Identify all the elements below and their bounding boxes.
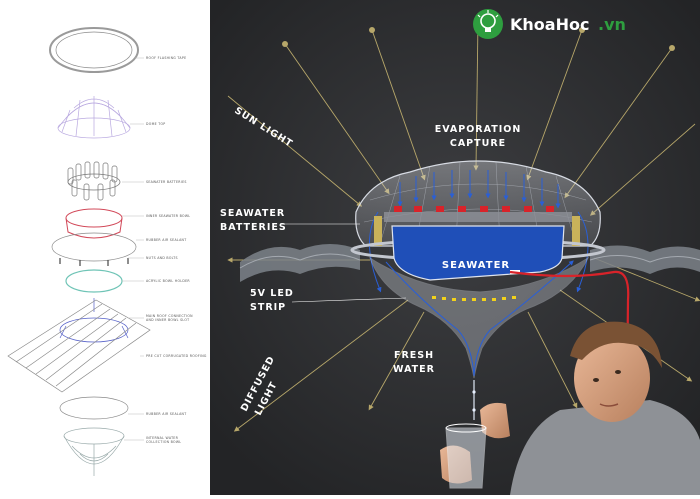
part-label: ACRYLIC BOWL HOLDER: [146, 279, 190, 283]
logo-text: KhoaHoc: [510, 15, 589, 34]
condensation-flow-arrow: [385, 260, 574, 377]
acrylic-bowl-holder: [65, 269, 123, 293]
part-label: NUTS AND BOLTS: [146, 256, 178, 260]
site-logo: KhoaHoc .vn: [470, 6, 696, 42]
label-fresh-water-line1: FRESH: [394, 350, 434, 361]
part-label: SEAWATER BATTERIES: [146, 180, 187, 184]
corrugated-roof: [239, 244, 700, 282]
exploded-assembly-drawing: [7, 27, 151, 476]
seawater-bowl: [391, 225, 565, 281]
label-led-strip-line2: STRIP: [250, 302, 286, 313]
nuts-and-bolts: [59, 258, 129, 266]
glass-dome: [355, 160, 601, 247]
flashing-tape-ring: [49, 27, 139, 73]
part-label: ROOF FLASHING TAPE: [146, 56, 187, 60]
label-led-strip-line1: 5V LED: [250, 288, 294, 299]
label-evaporation-capture-line1: EVAPORATION: [435, 124, 522, 135]
red-tube: [509, 270, 630, 481]
corrugated-roofing-sheet: [7, 299, 151, 393]
part-label: RUBBER AIR SEALANT: [146, 412, 187, 416]
label-evaporation-capture-line2: CAPTURE: [450, 138, 506, 149]
fresh-water-drip: [472, 380, 476, 420]
device-illustration-panel: SUN LIGHT EVAPORATION CAPTURE SEAWATER B…: [210, 0, 700, 495]
lightbulb-icon: [477, 10, 499, 32]
label-seawater: SEAWATER: [442, 260, 510, 271]
device-illustration: SUN LIGHT EVAPORATION CAPTURE SEAWATER B…: [210, 0, 700, 495]
part-label: PRE CUT CORRUGATED ROOFING: [146, 354, 207, 358]
label-leader-lines: [280, 223, 407, 303]
drinking-glass: [445, 423, 487, 489]
inner-seawater-bowl: [65, 208, 123, 239]
ray-source-dots: [282, 27, 675, 51]
part-label: INNER SEAWATER BOWL: [146, 214, 191, 218]
sun-rays: [227, 19, 696, 216]
leader-lines: [122, 57, 144, 441]
seawater-batteries-ring: [67, 161, 121, 201]
seawater-batteries: [374, 206, 580, 246]
water-collection-bowl: [63, 427, 125, 476]
part-label: MAIN ROOF CONNECTION AND INNER BOWL SLOT: [146, 314, 193, 322]
led-strip: [432, 296, 516, 301]
label-seawater-batteries-line2: BATTERIES: [220, 222, 287, 233]
label-seawater-batteries-line1: SEAWATER: [220, 208, 285, 219]
label-fresh-water-line2: WATER: [393, 364, 435, 375]
part-label: INTERNAL WATER COLLECTION BOWL: [146, 436, 182, 444]
dome-top: [57, 96, 131, 139]
part-label: RUBBER AIR SEALANT: [146, 238, 187, 242]
logo-domain: .vn: [598, 15, 626, 34]
collection-funnel: [369, 256, 590, 379]
logo-graphic: KhoaHoc .vn: [473, 9, 626, 39]
part-label: DOME TOP: [146, 122, 166, 126]
exploded-assembly-panel: ROOF FLASHING TAPE DOME TOP SEAWATER BAT…: [0, 0, 210, 495]
rubber-air-sealant-ring-2: [59, 396, 129, 420]
rubber-air-sealant-ring: [51, 232, 137, 262]
